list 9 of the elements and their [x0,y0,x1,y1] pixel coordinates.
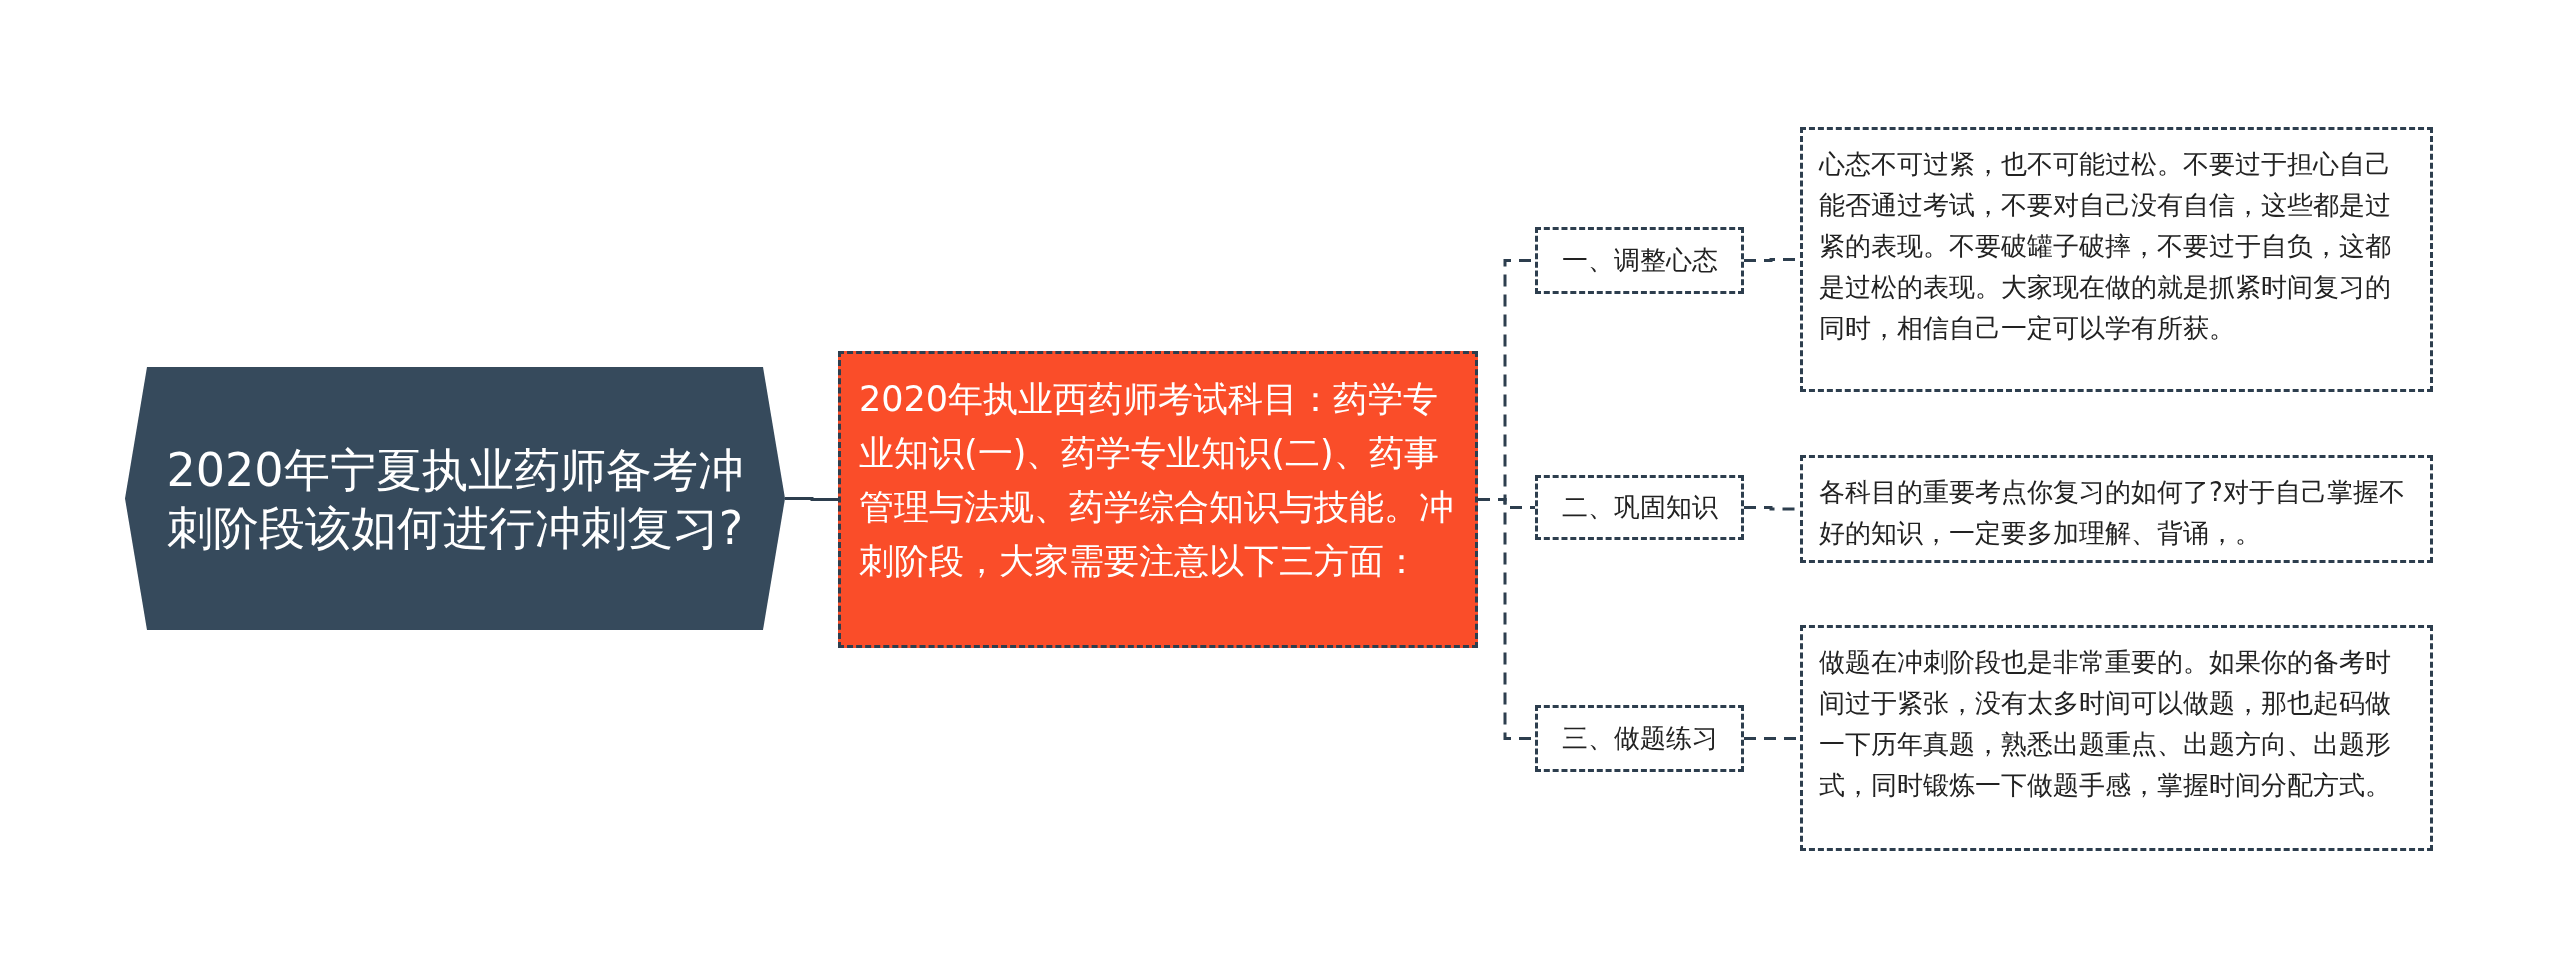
topic-box: 三、做题练习 [1535,705,1744,772]
detail-box: 各科目的重要考点你复习的如何了?对于自己掌握不好的知识，一定要多加理解、背诵，。 [1800,455,2433,563]
detail-box: 心态不可过紧，也不可能过松。不要过于担心自己能否通过考试，不要对自己没有自信，这些都是过紧的表现。不要破罐子破摔，不要过于自负，这都是过松的表现。大家现在做的就是抓紧时间复习的同时，相信自己一定可以学有所获。 [1800,127,2433,392]
detail-box: 做题在冲刺阶段也是非常重要的。如果你的备考时间过于紧张，没有太多时间可以做题，那也起码做一下历年真题，熟悉出题重点、出题方向、出题形式，同时锻炼一下做题手感，掌握时间分配方式。 [1800,625,2433,851]
topic-box: 一、调整心态 [1535,227,1744,294]
connector-line [785,497,838,501]
summary-box: 2020年执业西药师考试科目：药学专业知识(一)、药学专业知识(二)、药事管理与法规、药学综合知识与技能。冲刺阶段，大家需要注意以下三方面： [838,351,1478,648]
title-hexagon: 2020年宁夏执业药师备考冲刺阶段该如何进行冲刺复习? [125,367,785,630]
topic-box: 二、巩固知识 [1535,475,1744,540]
